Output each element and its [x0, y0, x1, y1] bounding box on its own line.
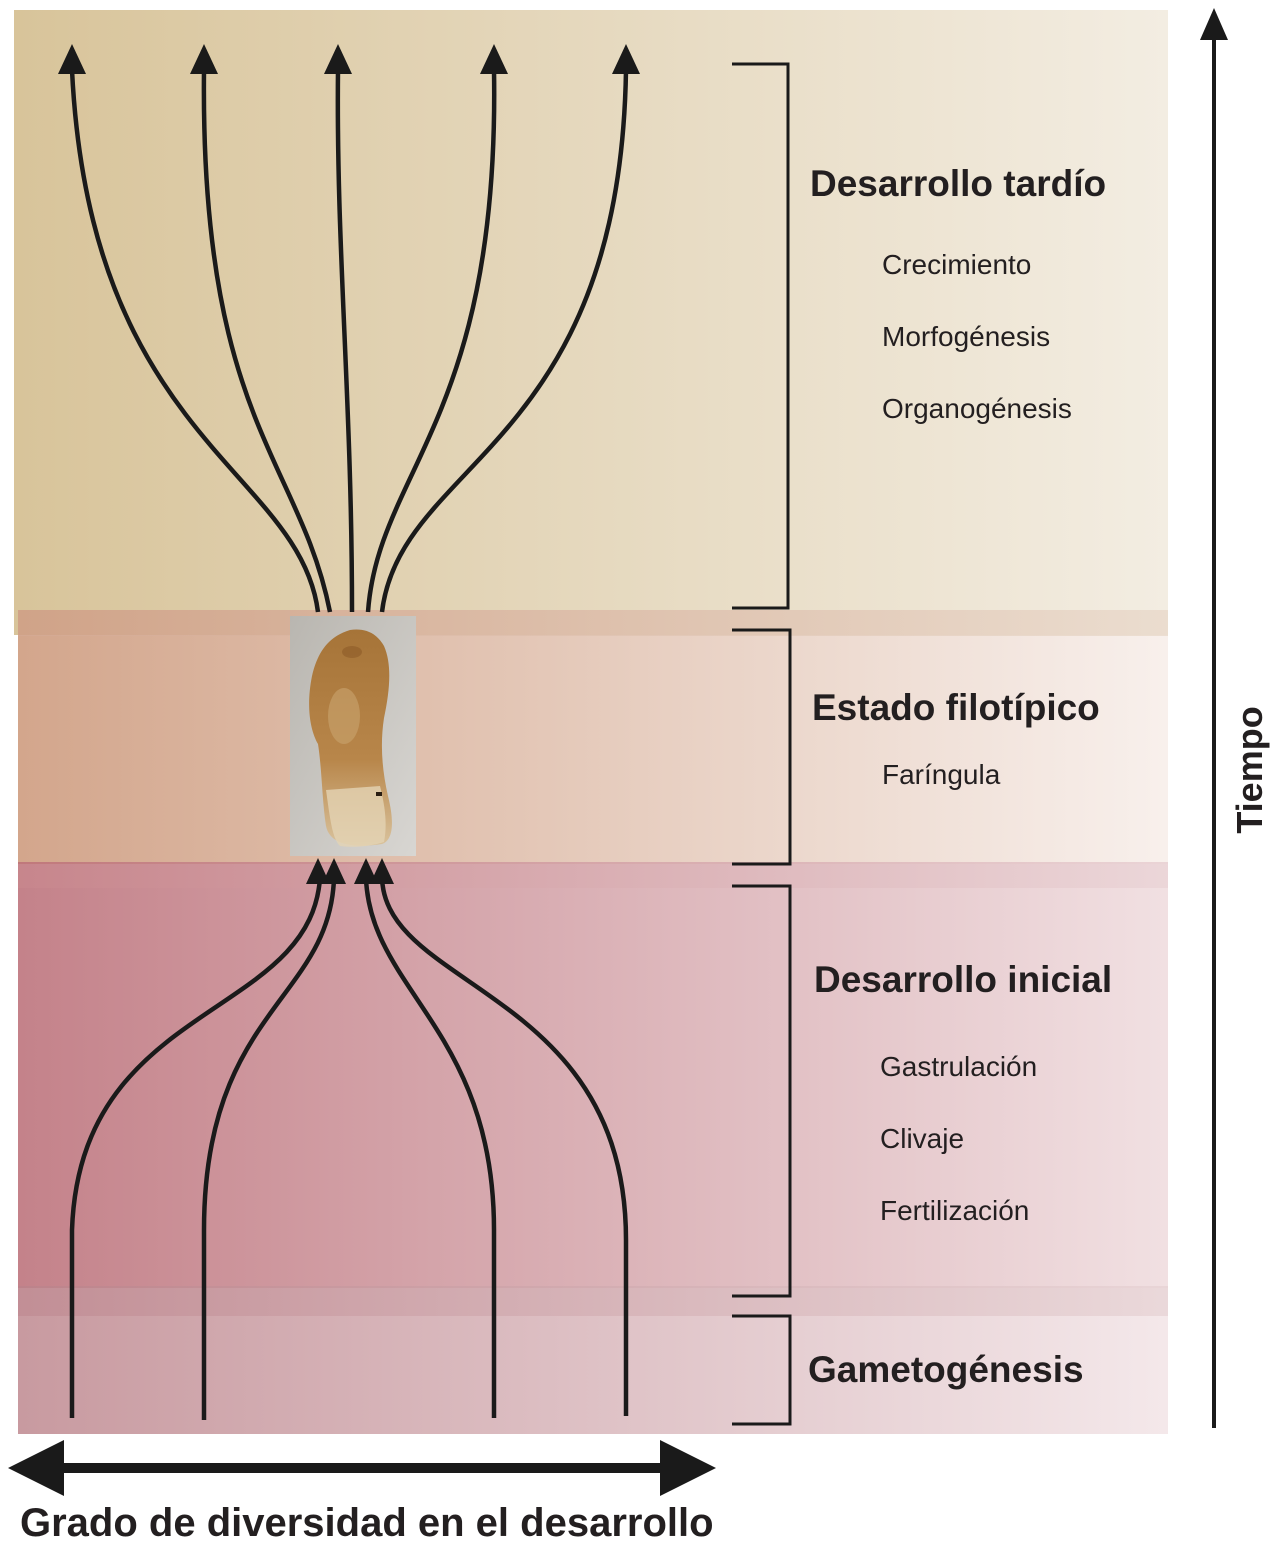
early-item-2: Clivaje — [880, 1123, 964, 1154]
late-item-3: Organogénesis — [882, 393, 1072, 424]
late-item-1: Crecimiento — [882, 249, 1031, 280]
pharyngula-embryo-image — [290, 616, 416, 856]
early-gamete-separator — [18, 1286, 1168, 1316]
embryo-head-highlight — [342, 646, 362, 658]
phylotypic-item-1: Faríngula — [882, 759, 1001, 790]
diversity-axis: Grado de diversidad en el desarrollo — [8, 1440, 716, 1545]
early-development-band — [18, 888, 1168, 1288]
diversity-axis-left-arrowhead-icon — [8, 1440, 64, 1496]
time-axis: Tiempo — [1200, 8, 1270, 1428]
phylotypic-title: Estado filotípico — [812, 687, 1100, 728]
embryo-mark — [376, 792, 382, 796]
time-axis-arrowhead-icon — [1200, 8, 1228, 40]
early-item-1: Gastrulación — [880, 1051, 1037, 1082]
early-item-3: Fertilización — [880, 1195, 1029, 1226]
late-phylotypic-separator — [18, 610, 1168, 636]
late-development-title: Desarrollo tardío — [810, 163, 1106, 204]
early-development-title: Desarrollo inicial — [814, 959, 1112, 1000]
phylotypic-early-separator — [18, 862, 1168, 888]
phylotypic-band — [18, 636, 1168, 864]
gametogenesis-title: Gametogénesis — [808, 1349, 1084, 1390]
diversity-axis-label: Grado de diversidad en el desarrollo — [20, 1501, 714, 1545]
time-axis-label: Tiempo — [1229, 706, 1270, 833]
late-item-2: Morfogénesis — [882, 321, 1050, 352]
diversity-axis-right-arrowhead-icon — [660, 1440, 716, 1496]
embryo-head-eye — [328, 688, 360, 744]
